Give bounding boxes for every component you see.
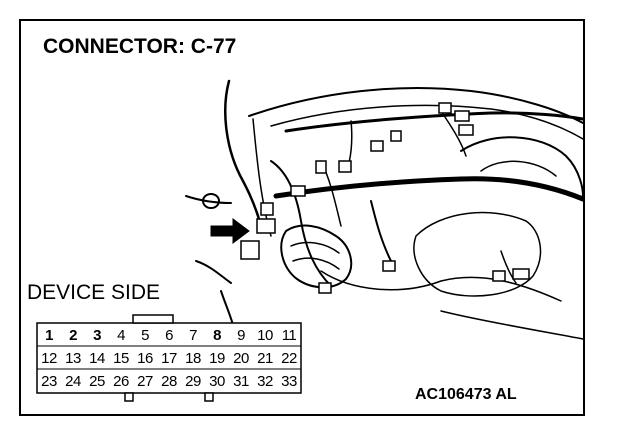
connector-pin-14: 14 bbox=[89, 350, 105, 367]
connector-pin-19: 19 bbox=[209, 350, 225, 367]
connector-pin-30: 30 bbox=[209, 373, 225, 390]
connector-pin-21: 21 bbox=[257, 350, 273, 367]
small-connector bbox=[454, 110, 470, 122]
connector-pin-10: 10 bbox=[257, 327, 273, 344]
small-connector bbox=[438, 102, 452, 114]
connector-pin-33: 33 bbox=[281, 373, 297, 390]
connector-pin-27: 27 bbox=[137, 373, 153, 390]
connector-pin-1: 1 bbox=[45, 327, 53, 344]
dashboard-wiring-illustration bbox=[36, 79, 583, 402]
connector-pin-5: 5 bbox=[141, 327, 149, 344]
connector-pin-18: 18 bbox=[185, 350, 201, 367]
cable-mid-1 bbox=[270, 160, 332, 287]
connector-pin-15: 15 bbox=[113, 350, 129, 367]
device-side-label: DEVICE SIDE bbox=[27, 281, 161, 304]
connector-pin-23: 23 bbox=[41, 373, 57, 390]
connector-pin-24: 24 bbox=[65, 373, 81, 390]
connector-pin-7: 7 bbox=[189, 327, 197, 344]
connector-face bbox=[36, 314, 302, 402]
connector-pin-12: 12 bbox=[41, 350, 57, 367]
gauge-hood bbox=[460, 136, 583, 197]
cable-right-1 bbox=[440, 110, 467, 157]
connector-grid-lines bbox=[37, 345, 301, 370]
small-connector bbox=[390, 130, 402, 142]
connector-pin-2: 2 bbox=[69, 327, 77, 344]
lower-panel bbox=[440, 310, 583, 340]
small-connector bbox=[260, 202, 274, 216]
diagram-frame: CONNECTOR: C-77 DEVICE SIDE AC106473 AL … bbox=[19, 19, 585, 416]
dashboard-outline bbox=[248, 87, 583, 124]
small-connector bbox=[256, 218, 276, 234]
figure-code: AC106473 AL bbox=[415, 386, 517, 403]
small-connector bbox=[370, 140, 384, 152]
connector-pin-4: 4 bbox=[117, 327, 125, 344]
harness-upper bbox=[284, 111, 583, 133]
connector-pin-13: 13 bbox=[65, 350, 81, 367]
connector-pin-31: 31 bbox=[233, 373, 249, 390]
connector-pin-8: 8 bbox=[213, 327, 221, 344]
connector-pin-25: 25 bbox=[89, 373, 105, 390]
small-connector bbox=[315, 160, 327, 174]
connector-pin-20: 20 bbox=[233, 350, 249, 367]
gauge-inner bbox=[480, 160, 557, 177]
connector-pin-3: 3 bbox=[93, 327, 101, 344]
connector-loom bbox=[280, 224, 353, 289]
main-harness bbox=[273, 176, 583, 202]
dashboard-underside bbox=[320, 270, 562, 302]
cable-mid-4 bbox=[370, 200, 392, 262]
pointer-arrow bbox=[210, 218, 250, 244]
cable-right-2 bbox=[500, 250, 517, 284]
small-connector bbox=[290, 185, 306, 197]
cable-left-1 bbox=[224, 79, 263, 228]
small-connector bbox=[318, 282, 332, 294]
small-connector bbox=[458, 124, 474, 136]
small-connector bbox=[492, 270, 506, 282]
glovebox-outline bbox=[413, 211, 542, 297]
small-connector bbox=[382, 260, 396, 272]
cable-left-3 bbox=[195, 260, 232, 284]
grommet bbox=[202, 193, 220, 209]
connector-pin-22: 22 bbox=[281, 350, 297, 367]
connector-pin-6: 6 bbox=[165, 327, 173, 344]
connector-pin-32: 32 bbox=[257, 373, 273, 390]
small-connector bbox=[338, 160, 352, 173]
small-connector bbox=[512, 268, 530, 280]
cable-left-2 bbox=[185, 195, 232, 204]
dashboard-edge bbox=[270, 104, 583, 140]
connector-pin-16: 16 bbox=[137, 350, 153, 367]
connector-pin-28: 28 bbox=[161, 373, 177, 390]
connector-pin-29: 29 bbox=[185, 373, 201, 390]
connector-title: CONNECTOR: C-77 bbox=[43, 35, 237, 58]
connector-pin-17: 17 bbox=[161, 350, 177, 367]
connector-pin-11: 11 bbox=[281, 327, 297, 344]
connector-pin-26: 26 bbox=[113, 373, 129, 390]
small-connector bbox=[240, 240, 260, 260]
connector-pin-9: 9 bbox=[237, 327, 245, 344]
